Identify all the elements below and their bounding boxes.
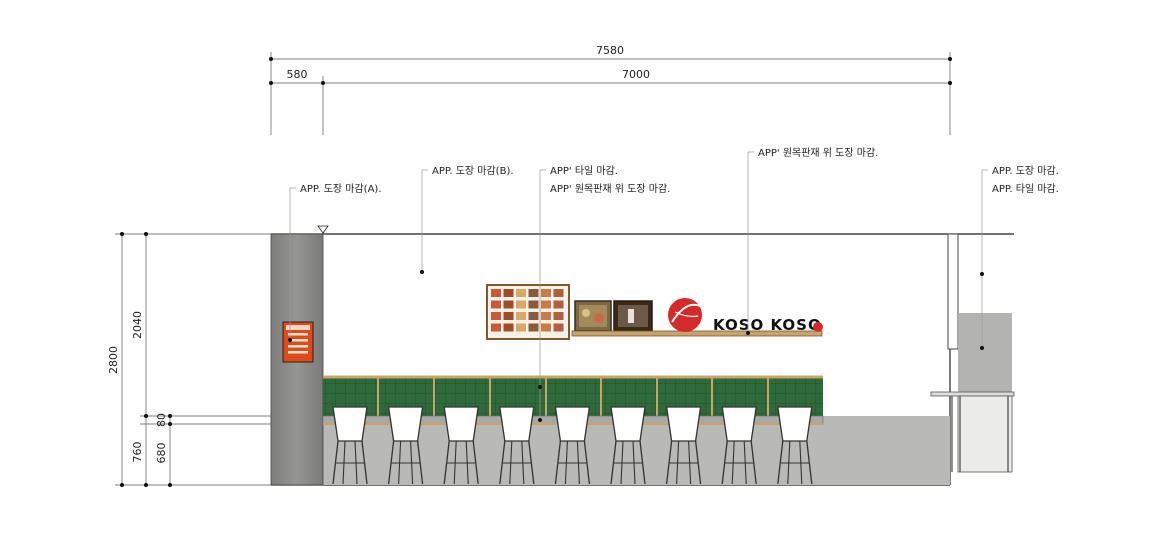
bar-stool — [443, 406, 479, 485]
menu-board-cell — [503, 289, 514, 297]
tile-dividers — [377, 377, 769, 416]
dim-counter-gap: 80 — [155, 413, 168, 427]
bar-stool — [499, 406, 535, 485]
wood-shelf — [571, 330, 823, 337]
menu-board-cell — [491, 300, 501, 309]
menu-board-cell — [528, 289, 539, 297]
menu-board-cell — [528, 323, 539, 332]
callout-leaders — [289, 151, 988, 420]
right-section — [930, 233, 1015, 473]
menu-board-cell — [503, 323, 514, 332]
menu-board-cell — [541, 300, 551, 309]
note-wood-paint-top: APP' 원목판재 위 도장 마감. — [758, 146, 878, 159]
menu-board-cell — [553, 289, 564, 297]
menu-board-cell — [491, 312, 501, 320]
note-right-tile: APP. 타일 마감. — [992, 183, 1059, 195]
menu-board-cell — [516, 312, 526, 320]
menu-board-cell — [516, 323, 526, 332]
menu-board-cell — [491, 323, 501, 332]
menu-board-cell — [541, 289, 551, 297]
dim-upper-height: 2040 — [131, 311, 144, 339]
top-dimension-lines — [270, 52, 951, 135]
bar-stool — [777, 406, 813, 485]
bar-stool — [721, 406, 757, 485]
menu-board-cell — [553, 312, 564, 320]
menu-board-cell — [503, 312, 514, 320]
brand-logo — [668, 298, 702, 332]
dimension-dots-top — [269, 57, 952, 85]
menu-board-cell — [528, 300, 539, 309]
menu-board-cell — [491, 289, 501, 297]
note-wood-paint: APP' 원목판재 위 도장 마감. — [550, 182, 670, 195]
dim-left-width: 580 — [287, 68, 308, 81]
bar-stool — [332, 406, 368, 485]
bar-stool — [387, 406, 424, 485]
bar-stools — [332, 406, 813, 485]
dim-counter-height: 680 — [155, 443, 168, 464]
menu-board-cell — [553, 300, 564, 309]
pillar-menu-panel — [282, 321, 314, 363]
bar-stool — [610, 406, 646, 485]
menu-board-cell — [541, 323, 551, 332]
dimension-dots-left — [120, 232, 172, 487]
menu-board — [486, 284, 570, 340]
dim-total-width: 7580 — [596, 44, 624, 57]
menu-board-cell — [516, 300, 526, 309]
note-paint-b: APP. 도장 마감(B). — [432, 165, 514, 177]
note-paint-a: APP. 도장 마감(A). — [300, 183, 382, 195]
bar-stool — [554, 406, 591, 485]
dim-total-height: 2800 — [107, 346, 120, 374]
logo-text: KOSO KOSO — [713, 316, 822, 334]
menu-board-cell — [503, 300, 514, 309]
note-tile: APP' 타일 마감. — [550, 165, 618, 177]
bar-stool — [665, 406, 702, 485]
callout-dots — [288, 270, 984, 422]
dim-main-width: 7000 — [622, 68, 650, 81]
logo-mark-icon — [813, 322, 823, 332]
level-marker-icon — [317, 225, 329, 234]
menu-board-cell — [516, 289, 526, 297]
dim-lower-height: 760 — [131, 442, 144, 463]
menu-board-cell — [553, 323, 564, 332]
picture-frames — [574, 300, 653, 332]
note-right-paint: APP. 도장 마감. — [992, 165, 1059, 177]
menu-board-cell — [541, 312, 551, 320]
menu-board-cell — [528, 312, 539, 320]
